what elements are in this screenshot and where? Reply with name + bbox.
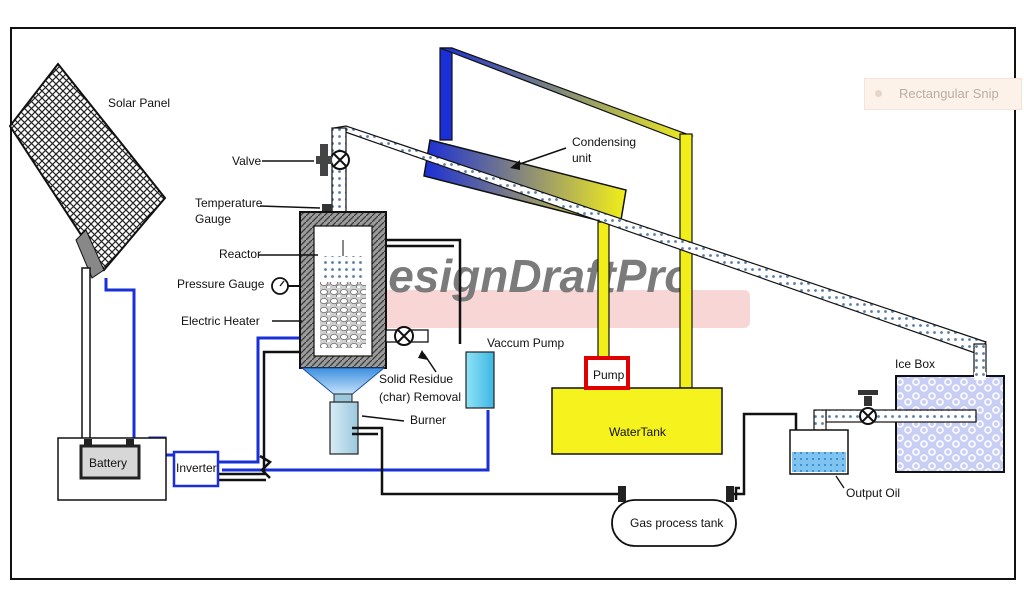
reactor (299, 211, 387, 369)
label-temperature-1: Temperature (195, 196, 263, 210)
top-valve (316, 144, 350, 176)
label-solar-panel: Solar Panel (108, 96, 170, 110)
snip-dot-icon (875, 90, 882, 97)
label-solid-residue-2: (char) Removal (379, 390, 461, 404)
battery-box (57, 437, 167, 501)
label-temperature-2: Gauge (195, 212, 231, 226)
black-wiring (214, 350, 300, 482)
label-battery: Battery (89, 456, 127, 470)
water-tank (551, 387, 723, 455)
label-gas-process-tank: Gas process tank (630, 516, 724, 530)
vacuum-line (386, 238, 462, 344)
label-ice-box: Ice Box (895, 357, 935, 371)
solar-panel (8, 62, 167, 441)
rectangular-snip-overlay[interactable]: Rectangular Snip (864, 78, 1022, 110)
watermark-text: DesignDraftPro (355, 250, 692, 302)
watermark: DesignDraftPro (350, 250, 750, 328)
label-condensing-2: unit (572, 151, 592, 165)
label-burner: Burner (410, 413, 446, 427)
label-pump: Pump (593, 368, 625, 382)
label-condensing-1: Condensing (572, 135, 636, 149)
snip-label: Rectangular Snip (899, 86, 999, 101)
label-solid-residue-1: Solid Residue (379, 372, 453, 386)
residue-outlet (385, 326, 429, 346)
label-electric-heater: Electric Heater (181, 314, 260, 328)
output-oil-container (789, 429, 849, 475)
label-inverter: Inverter (176, 461, 217, 475)
label-valve: Valve (232, 154, 261, 168)
pressure-gauge (271, 277, 300, 295)
outer-frame (10, 27, 1016, 580)
label-reactor: Reactor (219, 247, 261, 261)
pump (584, 356, 630, 390)
label-vacuum-pump: Vaccum Pump (487, 336, 564, 350)
inverter-box (172, 450, 220, 488)
vacuum-pump (465, 351, 495, 409)
label-pressure-gauge: Pressure Gauge (177, 277, 265, 291)
label-water-tank: WaterTank (609, 425, 667, 439)
reactor-funnel (300, 367, 386, 403)
leader-condensing (513, 147, 567, 167)
gas-process-tank (611, 486, 737, 547)
ice-box (895, 375, 1005, 473)
label-output-oil: Output Oil (846, 486, 900, 500)
